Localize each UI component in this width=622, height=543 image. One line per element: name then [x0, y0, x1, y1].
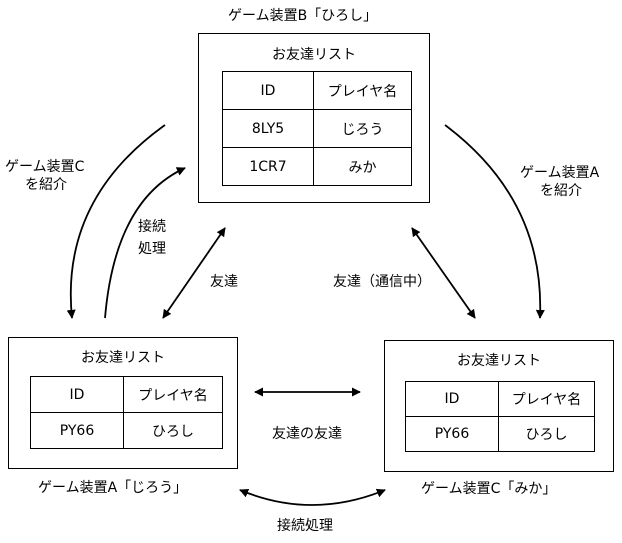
device-b-box: お友達リスト ID プレイヤ名 8LY5 じろう 1CR7 みか — [198, 33, 430, 203]
label-friend-of-friend: 友達の友達 — [272, 426, 342, 442]
header-id: ID — [405, 381, 499, 417]
arrow-friend-a-b — [162, 227, 226, 319]
device-b-list-title: お友達リスト — [272, 47, 356, 63]
label-introduce-a-line1: ゲーム装置A — [520, 165, 600, 181]
table-row: PY66 ひろし — [405, 416, 595, 452]
table-row: PY66 ひろし — [30, 412, 223, 449]
device-a-caption: ゲーム装置A「じろう」 — [38, 480, 188, 496]
device-c-list-title: お友達リスト — [457, 353, 541, 369]
arrow-friend-b-c — [411, 227, 476, 319]
label-introduce-c-line2: を紹介 — [25, 177, 67, 193]
header-player-name: プレイヤ名 — [313, 71, 412, 110]
arrow-connect-a-c — [239, 488, 386, 506]
device-c-caption: ゲーム装置C「みか」 — [421, 481, 557, 497]
device-a-list-title: お友達リスト — [81, 350, 165, 366]
cell-id: PY66 — [405, 416, 499, 452]
label-connect-line2: 処理 — [138, 241, 166, 257]
label-introduce-a-line2: を紹介 — [540, 183, 582, 199]
table-header-row: ID プレイヤ名 — [405, 381, 595, 417]
header-player-name: プレイヤ名 — [123, 376, 223, 413]
cell-id: 1CR7 — [222, 147, 314, 186]
header-player-name: プレイヤ名 — [498, 381, 595, 417]
table-row: 1CR7 みか — [222, 147, 412, 186]
label-friend-b-c: 友達（通信中） — [333, 274, 431, 290]
cell-player-name: みか — [313, 147, 412, 186]
label-friend-a-b: 友達 — [210, 274, 238, 290]
cell-player-name: ひろし — [123, 412, 223, 449]
label-connect-line1: 接続 — [138, 219, 166, 235]
table-header-row: ID プレイヤ名 — [30, 376, 223, 413]
device-c-friend-table: ID プレイヤ名 PY66 ひろし — [405, 381, 595, 452]
header-id: ID — [30, 376, 124, 413]
table-header-row: ID プレイヤ名 — [222, 71, 412, 110]
arrow-connect-a-to-b — [104, 167, 186, 319]
label-connect-bottom: 接続処理 — [277, 518, 333, 534]
cell-player-name: じろう — [313, 109, 412, 148]
cell-id: 8LY5 — [222, 109, 314, 148]
table-row: 8LY5 じろう — [222, 109, 412, 148]
arrow-introduce-a — [444, 124, 545, 319]
device-b-caption: ゲーム装置B「ひろし」 — [228, 8, 378, 24]
label-introduce-c-line1: ゲーム装置C — [5, 159, 85, 175]
device-a-friend-table: ID プレイヤ名 PY66 ひろし — [30, 376, 223, 449]
arrow-introduce-c — [66, 124, 166, 319]
cell-id: PY66 — [30, 412, 124, 449]
device-a-box: お友達リスト ID プレイヤ名 PY66 ひろし — [8, 337, 238, 469]
device-b-friend-table: ID プレイヤ名 8LY5 じろう 1CR7 みか — [222, 71, 412, 186]
cell-player-name: ひろし — [498, 416, 595, 452]
header-id: ID — [222, 71, 314, 110]
device-c-box: お友達リスト ID プレイヤ名 PY66 ひろし — [384, 340, 614, 472]
